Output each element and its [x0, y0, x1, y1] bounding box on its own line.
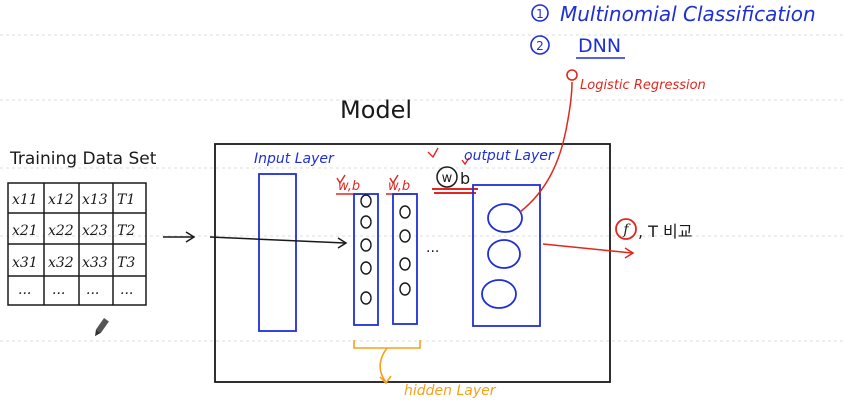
hidden-layer-2: [392, 193, 418, 325]
data-flow-arrow: [209, 236, 348, 249]
output-neuron: [487, 203, 523, 233]
hidden-layer-pointer-head: [379, 375, 392, 385]
cell-r4c3: ...: [86, 282, 99, 298]
cell-r1c1: x11: [12, 192, 38, 208]
notes-list: 1 Multinomial Classification 2 DNN Logis…: [530, 2, 816, 93]
hidden-2-neurons: [399, 205, 411, 296]
hidden-layer-pointer: [379, 347, 388, 383]
model-title: Model: [340, 96, 412, 124]
prediction-circle: [615, 218, 637, 240]
hidden-layer-label: hidden Layer: [404, 383, 497, 399]
hidden-layer-1: [353, 193, 379, 326]
cell-r4c2: ...: [52, 282, 65, 298]
cell-r3c2: x32: [48, 255, 74, 271]
neuron: [360, 261, 372, 275]
cell-r2c1: x21: [12, 223, 38, 239]
output-check-icon-2: [461, 157, 470, 166]
hidden-1-neurons: [360, 194, 372, 305]
cell-r1c3: x13: [82, 192, 108, 208]
hidden-2-check-icon: [389, 174, 399, 185]
neuron: [399, 257, 411, 271]
cell-r2c4: T2: [117, 223, 135, 239]
cell-r3c1: x31: [12, 255, 38, 271]
note-2-number: 2: [536, 39, 544, 53]
note-1-number: 1: [536, 7, 544, 21]
training-cells: x11 x12 x13 T1 x21 x22 x23 T2 x31 x32 x3…: [12, 192, 135, 298]
output-weight-circle: [436, 166, 458, 188]
pen-cursor-icon: [94, 318, 109, 337]
input-layer-box: [258, 173, 297, 332]
neuron: [360, 194, 372, 208]
logistic-regression-link: [519, 81, 573, 213]
output-check-icon-1: [427, 147, 439, 159]
training-table: [7, 182, 147, 306]
model-box: [214, 143, 611, 383]
output-bias: b: [460, 169, 470, 188]
neuron: [399, 205, 411, 219]
cell-r3c3: x33: [82, 255, 108, 271]
cell-r4c1: ...: [18, 282, 31, 298]
output-neuron: [487, 239, 521, 269]
output-layer-box: [472, 184, 541, 327]
input-arrow: [163, 231, 196, 243]
neuron: [360, 291, 372, 305]
note-2-text: DNN: [578, 35, 621, 57]
note-2-circle: [530, 35, 550, 55]
cell-r1c4: T1: [117, 192, 135, 208]
neuron: [360, 215, 372, 229]
cell-r4c4: ...: [120, 282, 133, 298]
output-neurons: [481, 203, 523, 309]
cell-r1c2: x12: [48, 192, 74, 208]
layers-ellipsis: ...: [426, 240, 439, 256]
note-3-text: Logistic Regression: [580, 78, 706, 93]
hidden-1-weight-bias: w,b: [338, 179, 360, 194]
hidden-1-check-icon: [336, 174, 346, 185]
compare-text: , T 비교: [638, 222, 692, 241]
input-layer-label: Input Layer: [254, 151, 335, 167]
note-1-circle: [531, 4, 549, 22]
prediction-symbol: f: [622, 222, 631, 238]
cell-r2c3: x23: [82, 223, 108, 239]
cell-r2c2: x22: [48, 223, 74, 239]
note-1-text: Multinomial Classification: [560, 2, 816, 26]
output-arrow: [542, 243, 635, 259]
ruled-lines: [0, 34, 845, 342]
training-title: Training Data Set: [9, 149, 157, 169]
output-weight: w: [442, 171, 453, 186]
output-neuron: [481, 279, 517, 309]
neuron: [360, 238, 372, 252]
neuron: [399, 282, 411, 296]
note-3-circle: [566, 69, 578, 81]
cell-r3c4: T3: [117, 255, 135, 271]
output-layer-label: output Layer: [464, 148, 555, 164]
neuron: [399, 229, 411, 243]
